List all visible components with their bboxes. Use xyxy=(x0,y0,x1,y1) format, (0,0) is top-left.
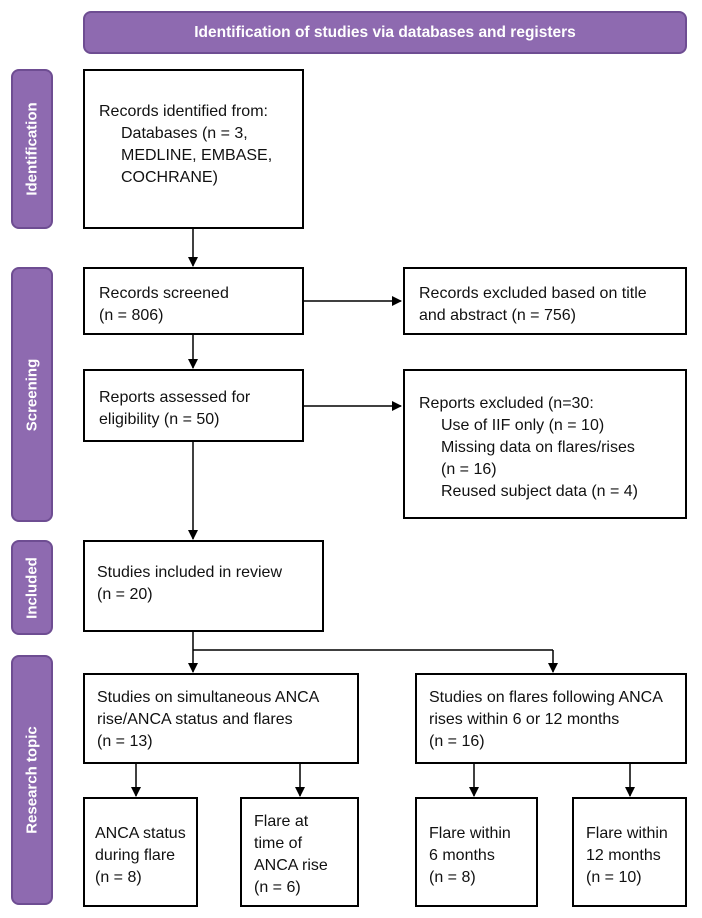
box-line: Reports assessed for xyxy=(99,389,251,406)
phase-label: Screening xyxy=(23,358,41,431)
box-flare-at-time: Flare at time of ANCA rise (n = 6) xyxy=(240,797,359,907)
box-simultaneous: Studies on simultaneous ANCA rise/ANCA s… xyxy=(83,673,359,764)
box-line: Records screened xyxy=(99,285,229,302)
box-line: Flare within xyxy=(429,825,511,842)
box-line: (n = 8) xyxy=(429,869,476,886)
box-line: MEDLINE, EMBASE, xyxy=(121,147,273,164)
phase-label: Research topic xyxy=(23,726,41,834)
box-line: (n = 13) xyxy=(97,733,153,750)
box-line: rise/ANCA status and flares xyxy=(97,711,293,728)
phase-included: Included xyxy=(11,540,53,635)
box-records-identified: Records identified from: Databases (n = … xyxy=(83,69,304,229)
box-line: (n = 8) xyxy=(95,869,142,886)
header-title: Identification of studies via databases … xyxy=(194,23,576,41)
box-line: ANCA rise xyxy=(254,857,328,874)
phase-screening: Screening xyxy=(11,267,53,522)
box-flare-12: Flare within 12 months (n = 10) xyxy=(572,797,687,907)
box-line: (n = 16) xyxy=(441,461,497,478)
box-flare-6: Flare within 6 months (n = 8) xyxy=(415,797,538,907)
box-line: (n = 20) xyxy=(97,586,153,603)
box-line: and abstract (n = 756) xyxy=(419,307,576,324)
box-line: 12 months xyxy=(586,847,661,864)
box-line: Flare within xyxy=(586,825,668,842)
box-line: Studies on simultaneous ANCA xyxy=(97,689,320,706)
box-line: Reports excluded (n=30: xyxy=(419,395,594,412)
box-studies-included: Studies included in review (n = 20) xyxy=(83,540,324,632)
box-line: (n = 10) xyxy=(586,869,642,886)
box-reports-assessed: Reports assessed for eligibility (n = 50… xyxy=(83,369,304,442)
box-line: eligibility (n = 50) xyxy=(99,411,220,428)
phase-research-topic: Research topic xyxy=(11,655,53,905)
box-line: Databases (n = 3, xyxy=(121,125,248,142)
phase-label: Identification xyxy=(23,102,41,196)
box-flares-following: Studies on flares following ANCA rises w… xyxy=(415,673,687,764)
box-line: ANCA status xyxy=(95,825,186,842)
box-line: (n = 806) xyxy=(99,307,164,324)
box-line: Missing data on flares/rises xyxy=(441,439,635,456)
box-line: (n = 6) xyxy=(254,879,301,896)
box-line: COCHRANE) xyxy=(121,169,218,186)
box-reports-excluded: Reports excluded (n=30: Use of IIF only … xyxy=(403,369,687,519)
box-line: Use of IIF only (n = 10) xyxy=(441,417,605,434)
box-records-screened: Records screened (n = 806) xyxy=(83,267,304,335)
header-banner: Identification of studies via databases … xyxy=(83,11,687,54)
box-line: during flare xyxy=(95,847,176,864)
box-line: time of xyxy=(254,835,303,852)
phase-label: Included xyxy=(23,556,41,619)
box-line: Records identified from: xyxy=(99,103,268,120)
box-anca-status: ANCA status during flare (n = 8) xyxy=(83,797,198,907)
box-line: 6 months xyxy=(429,847,495,864)
box-line: Records excluded based on title xyxy=(419,285,647,302)
box-records-excluded: Records excluded based on title and abst… xyxy=(403,267,687,335)
phase-identification: Identification xyxy=(11,69,53,229)
box-line: Studies on flares following ANCA xyxy=(429,689,663,706)
box-line: rises within 6 or 12 months xyxy=(429,711,620,728)
box-line: (n = 16) xyxy=(429,733,485,750)
box-line: Reused subject data (n = 4) xyxy=(441,483,639,500)
box-line: Studies included in review xyxy=(97,564,282,581)
box-line: Flare at xyxy=(254,813,309,830)
